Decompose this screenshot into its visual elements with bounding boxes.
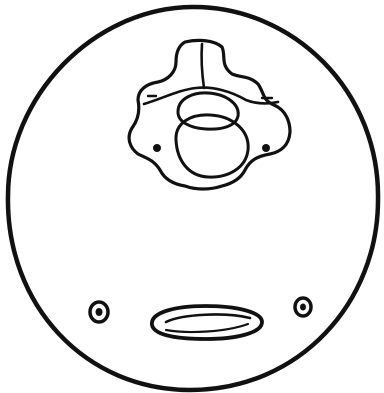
elongated-slot	[152, 306, 262, 339]
right-screw-hole	[295, 298, 311, 316]
spinous-process-line	[202, 44, 204, 88]
right-detail-dot	[262, 144, 270, 152]
left-detail-dot	[153, 144, 161, 152]
lamina-arch	[144, 88, 278, 104]
upper-foramen	[178, 93, 238, 129]
left-screw-hole	[90, 302, 108, 322]
